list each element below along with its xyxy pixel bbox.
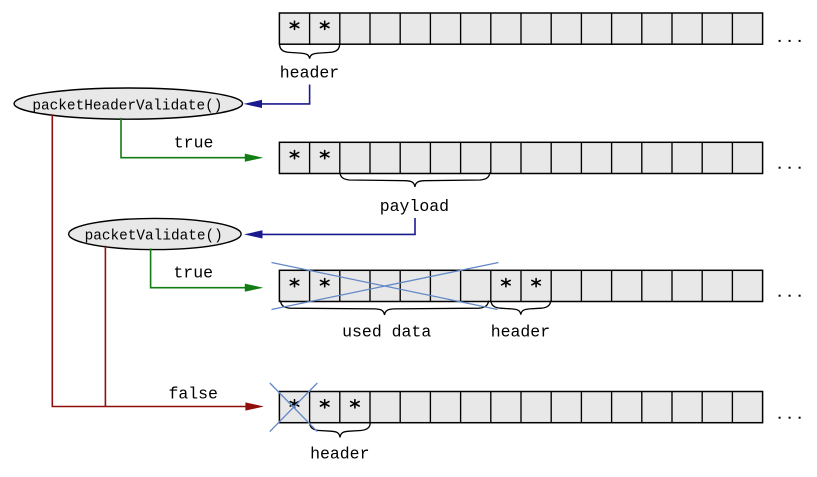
svg-text:packetValidate(): packetValidate() bbox=[85, 229, 223, 245]
svg-text:payload: payload bbox=[380, 197, 449, 216]
svg-text:used data: used data bbox=[342, 323, 431, 342]
svg-text:false: false bbox=[168, 384, 218, 403]
svg-text:true: true bbox=[173, 264, 213, 283]
svg-text:header: header bbox=[310, 444, 369, 463]
svg-text:true: true bbox=[174, 134, 214, 153]
svg-text:header: header bbox=[280, 64, 339, 83]
svg-text:packetHeaderValidate(): packetHeaderValidate() bbox=[32, 98, 222, 114]
svg-text:header: header bbox=[491, 323, 550, 342]
